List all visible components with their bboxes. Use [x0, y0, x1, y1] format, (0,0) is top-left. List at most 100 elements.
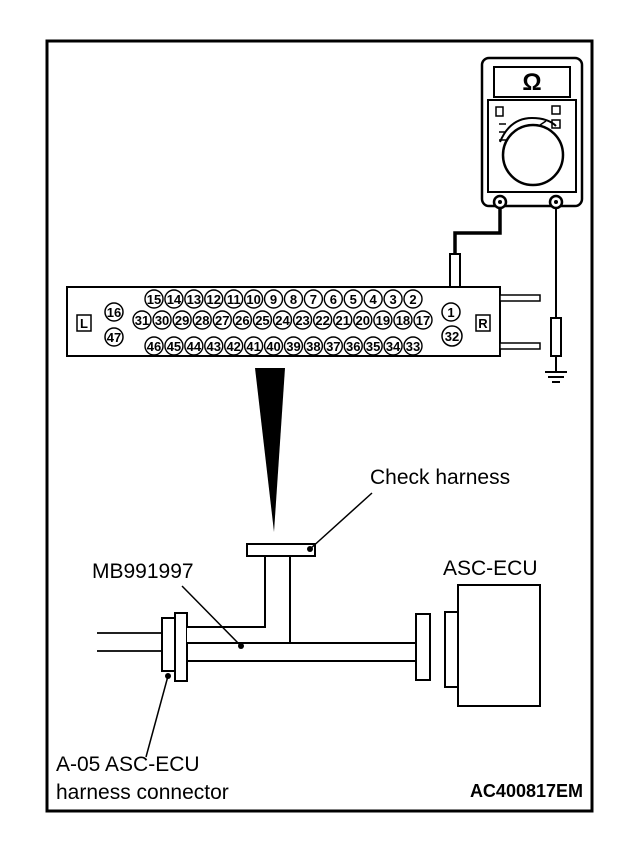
- selector-dial-knob: [501, 123, 565, 187]
- leader-check-harness: [309, 492, 373, 550]
- pin-circle: [283, 289, 304, 309]
- pin-35: 35: [366, 339, 380, 354]
- pin-circle: [363, 336, 383, 356]
- pin-33: 33: [406, 339, 420, 354]
- pin-circle: [363, 289, 383, 309]
- pin-39: 39: [286, 339, 300, 354]
- left-marker: L: [80, 316, 88, 331]
- pin-circle: [152, 310, 172, 330]
- pin-circle: [323, 289, 344, 309]
- pin-25: 25: [255, 313, 269, 328]
- pin-26: 26: [235, 313, 249, 328]
- ohmmeter: Ω: [480, 56, 584, 210]
- label-check-harness: Check harness: [370, 466, 510, 489]
- pin-circle: [403, 336, 423, 356]
- ecu-connector-stub: [444, 611, 459, 688]
- pin-circle: [243, 289, 264, 309]
- pin-19: 19: [376, 313, 390, 328]
- leader-adapter: [181, 585, 242, 647]
- pin-circle: [343, 336, 363, 356]
- pin-circle: [303, 336, 324, 356]
- pin-3: 3: [389, 292, 396, 307]
- pin-8: 8: [290, 292, 297, 307]
- label-ecu: ASC-ECU: [443, 557, 538, 580]
- pin-circle: [204, 289, 224, 309]
- pin-circle: [223, 336, 244, 356]
- pin-9: 9: [270, 292, 277, 307]
- pin-circle: [303, 289, 324, 309]
- right-marker: R: [478, 316, 488, 331]
- pin-18: 18: [396, 313, 410, 328]
- pin-circle: [132, 310, 152, 330]
- check-harness-assembly: [97, 543, 431, 682]
- pin-circle: [403, 289, 423, 309]
- pin-circle: [184, 336, 204, 356]
- figure-code: AC400817EM: [470, 781, 583, 801]
- pin-5: 5: [350, 292, 357, 307]
- pin-circle: [164, 336, 184, 356]
- pin-11: 11: [227, 292, 241, 307]
- pin-20: 20: [356, 313, 370, 328]
- check-harness-terminal: [246, 543, 316, 557]
- pin-30: 30: [155, 313, 169, 328]
- pin-circle: [144, 336, 164, 356]
- pin-circle: [393, 310, 413, 330]
- pin-44: 44: [187, 339, 202, 354]
- pin-circle: [184, 289, 204, 309]
- pin-circle: [272, 310, 293, 330]
- pin-circle: [172, 310, 192, 330]
- pin-6: 6: [330, 292, 337, 307]
- pin-29: 29: [175, 313, 189, 328]
- pin-circle: [232, 310, 253, 330]
- pin-17: 17: [416, 313, 430, 328]
- selector-mark-2: [551, 105, 561, 115]
- right-marker-box: [475, 314, 491, 332]
- pin-2: 2: [409, 292, 416, 307]
- label-adapter: MB991997: [92, 560, 194, 583]
- view-pointer-wedge: [255, 368, 285, 532]
- pin-circle: [263, 289, 284, 309]
- pin-circle: [343, 289, 363, 309]
- pin-24: 24: [275, 313, 290, 328]
- pin-47: 47: [107, 330, 121, 345]
- pin-circle: [243, 336, 264, 356]
- pin-14: 14: [167, 292, 182, 307]
- label-harness-connector-line2: harness connector: [56, 781, 229, 804]
- pin-circle: [204, 336, 224, 356]
- pin-circle: [283, 336, 304, 356]
- pin-circle: [192, 310, 212, 330]
- pin-34: 34: [386, 339, 401, 354]
- pin-13: 13: [187, 292, 201, 307]
- left-marker-box: [76, 314, 92, 332]
- pin-12: 12: [207, 292, 221, 307]
- ohmmeter-display: [493, 66, 571, 98]
- pin-27: 27: [215, 313, 229, 328]
- pin-circle: [263, 336, 284, 356]
- probe-pin-1: [449, 253, 461, 291]
- pin-circle: [373, 310, 393, 330]
- pin-circle: [292, 310, 313, 330]
- pin-1: 1: [447, 305, 454, 320]
- pin-10: 10: [246, 292, 260, 307]
- pin-circle: [164, 289, 184, 309]
- pin-21: 21: [335, 313, 349, 328]
- pin-4: 4: [370, 292, 378, 307]
- ecu-body: [457, 584, 541, 707]
- asc-ecu: [444, 584, 541, 707]
- adapter-main-bar: [186, 642, 417, 662]
- ground-icon: [545, 371, 567, 383]
- pin-circle: [312, 310, 333, 330]
- probe-ground: [550, 317, 562, 357]
- pin-circle: [323, 336, 344, 356]
- pin-circle: [353, 310, 373, 330]
- pin-circle: [333, 310, 353, 330]
- pin-circle: [413, 310, 433, 330]
- pin-46: 46: [147, 339, 161, 354]
- pin-circle: [252, 310, 273, 330]
- selector-mark-1: [495, 106, 504, 117]
- pin-32: 32: [445, 329, 459, 344]
